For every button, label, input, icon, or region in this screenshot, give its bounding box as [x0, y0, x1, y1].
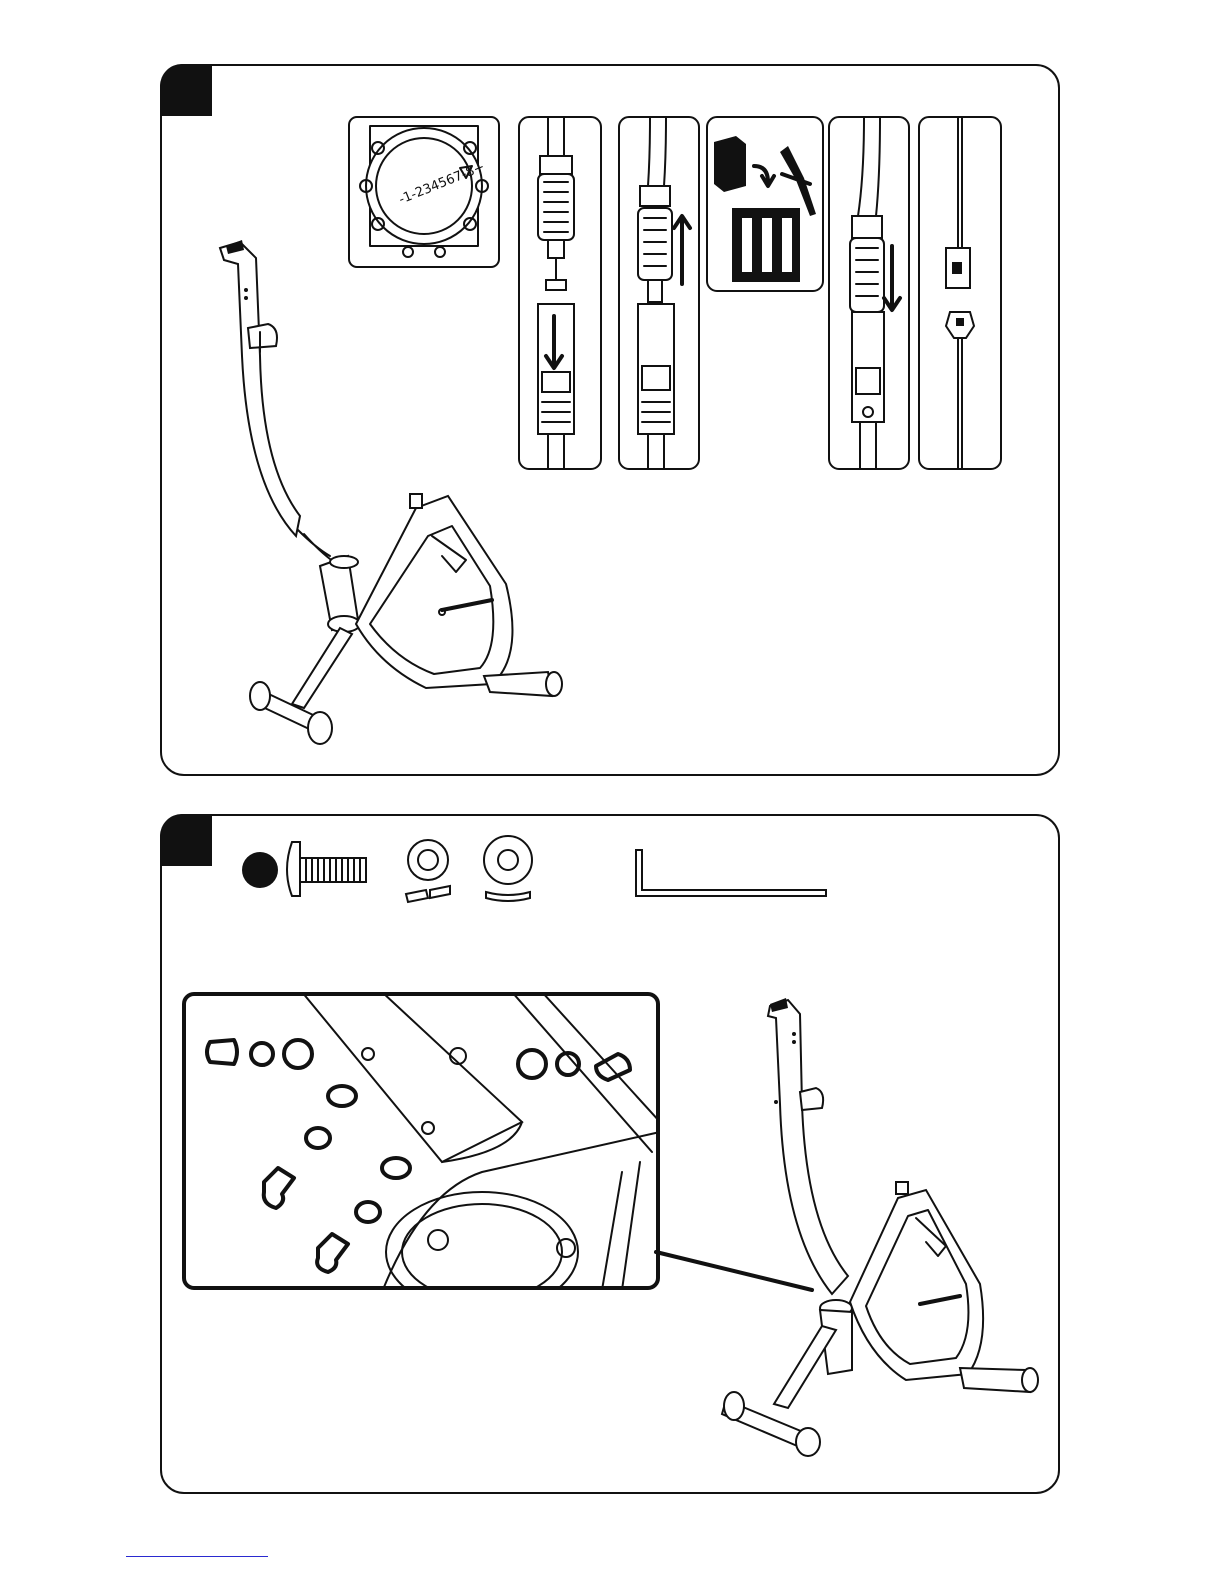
bike-frame-body: [356, 496, 512, 688]
arrow-down-icon: [884, 246, 900, 310]
handlebar-post: [768, 1000, 848, 1294]
washer-icon: [484, 836, 532, 901]
bolt-icon: [287, 842, 366, 896]
step-number-badge: [160, 814, 212, 866]
hex-key-icon: [636, 850, 826, 896]
tension-knob: [800, 1088, 823, 1110]
hardware-parts-row: [238, 836, 838, 906]
bike-assembly-illustration-2: [720, 994, 1050, 1454]
handlebar-post: [220, 242, 300, 536]
cable-connection-inset-3: [828, 116, 910, 470]
connector-block-icon: [714, 136, 746, 192]
cable-connector-inset: [918, 116, 1002, 470]
arrow-curved-icon: [754, 166, 774, 186]
lock-washer-icon: [406, 840, 450, 902]
step-number-badge: [160, 64, 212, 116]
footer-rule: [126, 1556, 268, 1557]
bolt-detail-inset: [182, 992, 660, 1290]
cable-connection-inset-2: [618, 116, 700, 470]
part-marker-dot: [242, 852, 278, 888]
arrow-up-icon: [674, 216, 690, 284]
tool-inset: [706, 116, 824, 292]
tension-knob: [248, 324, 277, 348]
bike-assembly-illustration-1: [220, 236, 580, 746]
